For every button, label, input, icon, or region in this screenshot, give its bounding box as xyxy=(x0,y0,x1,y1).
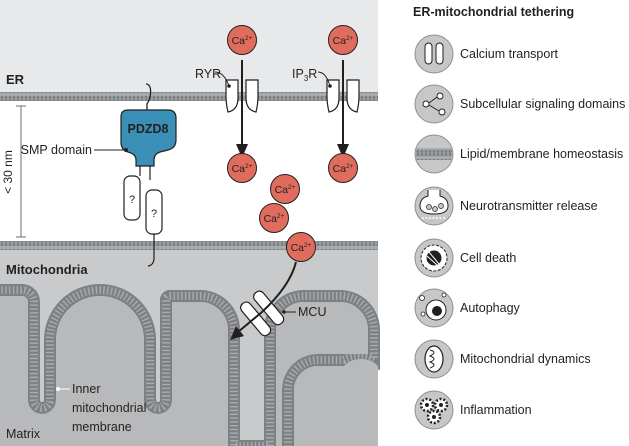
svg-text:Ca2+: Ca2+ xyxy=(264,213,285,225)
distance-label: < 30 nm xyxy=(1,150,15,194)
legend-item: Calcium transport xyxy=(414,34,558,74)
calcium-transport-icon xyxy=(414,34,454,74)
ryr-label: RYR xyxy=(195,67,221,81)
cytosol-gap xyxy=(0,101,378,241)
legend-item-label: Lipid/membrane homeostasis xyxy=(460,147,623,161)
svg-text:Ca2+: Ca2+ xyxy=(232,35,253,47)
signaling-domains-icon xyxy=(414,84,454,124)
ip3r-channel xyxy=(317,60,360,158)
unknown-label-1: ? xyxy=(129,194,135,206)
mito-dynamics-icon xyxy=(414,339,454,379)
legend-item-label: Mitochondrial dynamics xyxy=(460,352,591,366)
mcu-label: MCU xyxy=(298,305,326,319)
inflammation-icon xyxy=(414,390,454,430)
svg-text:Ca2+: Ca2+ xyxy=(291,242,312,254)
legend-item: Autophagy xyxy=(414,288,521,328)
calcium-ion: Ca2+ xyxy=(286,232,316,262)
svg-text:Ca2+: Ca2+ xyxy=(333,163,354,175)
er-label: ER xyxy=(6,72,25,87)
legend-item: Cell death xyxy=(414,238,516,278)
legend-item: Lipid/membrane homeostasis xyxy=(414,134,623,174)
mitochondria-label: Mitochondria xyxy=(6,262,88,277)
calcium-ion: Ca2+ xyxy=(328,153,358,183)
calcium-ion: Ca2+ xyxy=(227,25,257,55)
inner-membrane-label: Inner mitochondrial membrane xyxy=(72,382,150,434)
mcu-channel xyxy=(230,261,297,340)
legend-item-label: Subcellular signaling domains xyxy=(460,97,625,111)
inner-mito-membrane xyxy=(0,284,380,446)
ryr-channel xyxy=(214,60,259,158)
pdzd8-protein xyxy=(94,83,177,267)
pdzd8-label: PDZD8 xyxy=(128,122,169,136)
svg-text:Ca2+: Ca2+ xyxy=(333,35,354,47)
legend-item: Mitochondrial dynamics xyxy=(414,339,591,379)
distance-marker xyxy=(16,105,26,238)
legend-item: Neurotransmitter release xyxy=(414,186,598,226)
legend-title: ER-mitochondrial tethering xyxy=(413,5,574,19)
cell-death-icon xyxy=(414,238,454,278)
outer-mito-membrane xyxy=(0,241,378,250)
legend-item-label: Inflammation xyxy=(460,403,532,417)
calcium-ion: Ca2+ xyxy=(270,174,300,204)
smp-domain-label: SMP domain xyxy=(21,143,92,157)
er-membrane xyxy=(0,92,378,101)
calcium-ion: Ca2+ xyxy=(227,153,257,183)
matrix-label: Matrix xyxy=(6,427,41,441)
legend-item-label: Autophagy xyxy=(460,301,521,315)
legend-item-label: Calcium transport xyxy=(460,47,558,61)
svg-text:Ca2+: Ca2+ xyxy=(232,163,253,175)
legend-item: Inflammation xyxy=(414,390,532,430)
legend-item: Subcellular signaling domains xyxy=(414,84,625,124)
unknown-domain-1 xyxy=(123,175,141,221)
autophagy-icon xyxy=(414,288,454,328)
ip3r-label: IP3R xyxy=(292,67,317,83)
calcium-ion: Ca2+ xyxy=(259,203,289,233)
svg-text:Ca2+: Ca2+ xyxy=(275,184,296,196)
lipid-homeostasis-icon xyxy=(414,134,454,174)
neurotransmitter-icon xyxy=(414,186,454,226)
calcium-ion: Ca2+ xyxy=(328,25,358,55)
legend-item-label: Neurotransmitter release xyxy=(460,199,598,213)
unknown-label-2: ? xyxy=(151,208,157,220)
matrix-fill xyxy=(0,296,378,446)
er-lumen xyxy=(0,0,378,92)
legend-item-label: Cell death xyxy=(460,251,516,265)
